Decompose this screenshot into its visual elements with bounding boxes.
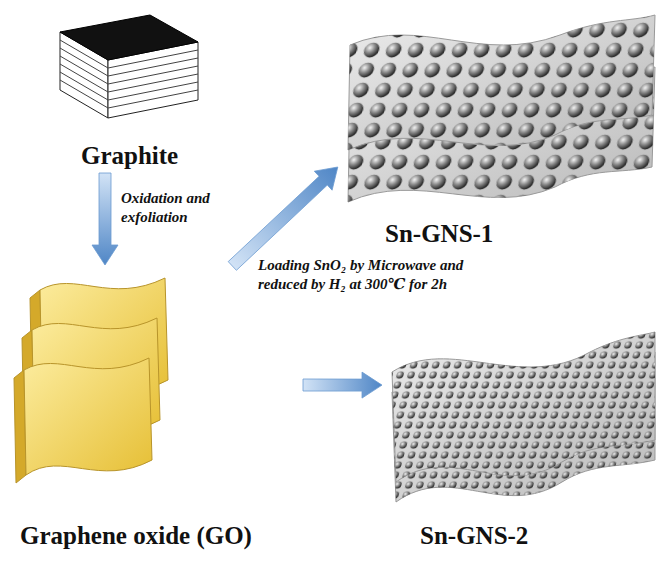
sn-gns-2-sheets bbox=[392, 332, 655, 502]
stage-label: Sn-GNS-1 bbox=[385, 219, 493, 248]
process-arrow bbox=[228, 167, 338, 270]
process-arrow bbox=[92, 173, 118, 265]
graphene-oxide-sheets bbox=[14, 278, 168, 483]
stage-label: Sn-GNS-2 bbox=[420, 521, 528, 550]
sn-gns-1-sheets bbox=[348, 15, 655, 202]
stage-node: Sn-GNS-1 bbox=[340, 8, 656, 248]
process-arrow bbox=[303, 372, 382, 398]
process-note: Loading SnO₂ by Microwave and reduced by… bbox=[258, 256, 473, 294]
stage-node: Graphene oxide (GO) bbox=[0, 268, 300, 550]
graphite-block bbox=[60, 15, 198, 118]
stage-node: Sn-GNS-2 bbox=[385, 325, 656, 550]
stage-node: Graphite bbox=[55, 10, 205, 170]
stage-label: Graphene oxide (GO) bbox=[20, 521, 252, 550]
stage-label: Graphite bbox=[81, 141, 178, 170]
arrow-label: Oxidation and exfoliation bbox=[121, 189, 241, 227]
